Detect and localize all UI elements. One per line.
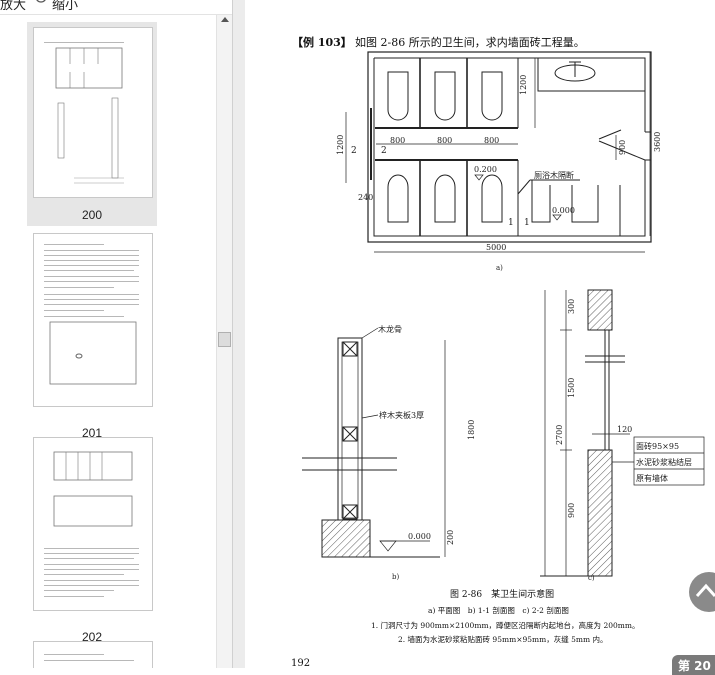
thumbnail-page-201[interactable]: 201 — [27, 229, 157, 440]
section-1-1-drawing: 木龙骨 梓木夹板3厚 1800 200 0.000 b) — [302, 324, 476, 581]
dim-1200-left: 1200 — [336, 135, 345, 155]
thumbnail-image — [33, 641, 153, 668]
dim-2700: 2700 — [555, 425, 564, 445]
section-mark-1: 1 — [508, 218, 514, 228]
example-question: 如图 2-86 所示的卫生间，求内墙面砖工程量。 — [355, 35, 585, 49]
thumbnail-page-203[interactable] — [27, 637, 157, 668]
label-plywood: 梓木夹板3厚 — [379, 410, 424, 420]
dim-800: 800 — [484, 136, 499, 145]
legend-mortar: 水泥砂浆粘结层 — [636, 457, 692, 467]
thumbnail-page-label: 201 — [81, 426, 103, 440]
panel-divider[interactable] — [232, 0, 246, 668]
sub-figure-label: a) — [496, 264, 503, 272]
section-mark-2: 2 — [351, 146, 357, 156]
document-page: 【例 103】 如图 2-86 所示的卫生间，求内墙面砖工程量。 1200 80… — [245, 0, 715, 668]
example-tag: 【例 103】 — [292, 35, 352, 49]
page-content: 【例 103】 如图 2-86 所示的卫生间，求内墙面砖工程量。 1200 80… — [291, 35, 705, 668]
legend-wall: 原有墙体 — [636, 473, 668, 483]
elevation-0200: 0.200 — [474, 165, 497, 174]
elevation-0000: 0.000 — [552, 206, 575, 215]
figure-subcaption: a) 平面图 b) 1-1 剖面图 c) 2-2 剖面图 — [428, 605, 569, 615]
dim-1200-top: 1200 — [519, 75, 528, 95]
elevation-0000: 0.000 — [408, 532, 431, 541]
dim-3600: 3600 — [653, 132, 662, 152]
thumbnail-page-200[interactable]: 200 — [27, 22, 157, 226]
scrollbar-thumb[interactable] — [218, 332, 231, 347]
dim-900: 900 — [618, 140, 627, 155]
sub-figure-label: b) — [392, 573, 399, 581]
scroll-up-arrow-icon[interactable] — [221, 17, 229, 22]
dim-5000: 5000 — [486, 243, 506, 252]
dim-800: 800 — [437, 136, 452, 145]
zoom-toolbar: 放大 缩小 — [0, 0, 232, 15]
figure-note-1: 1. 门洞尺寸为 900mm×2100mm，蹲便区沿隔断内起地台，高度为 200… — [371, 620, 639, 630]
thumbnail-page-label: 202 — [81, 630, 103, 644]
section-2-2-drawing: 2700 300 1500 900 120 面砖95×95 水泥砂浆粘结层 原有… — [540, 289, 705, 582]
thumbnail-page-label: 200 — [81, 208, 103, 222]
chevron-up-icon — [695, 583, 715, 598]
figure-caption: 图 2-86 某卫生间示意图 — [450, 588, 554, 600]
legend-tile: 面砖95×95 — [636, 441, 679, 451]
figure-note-2: 2. 墙面为水泥砂浆粘贴面砖 95mm×95mm，灰缝 5mm 内。 — [398, 634, 608, 644]
zoom-out-button[interactable]: 缩小 — [52, 0, 79, 13]
label-wood-keel: 木龙骨 — [378, 324, 402, 334]
sub-figure-label: c) — [588, 574, 595, 582]
magnifier-icon[interactable] — [34, 0, 50, 12]
thumbnail-page-202[interactable]: 202 — [27, 433, 157, 644]
dim-1500: 1500 — [567, 378, 576, 398]
thumbnail-image — [33, 233, 153, 407]
dim-300: 300 — [567, 299, 576, 314]
dim-1800: 1800 — [467, 420, 476, 440]
zoom-in-button[interactable]: 放大 — [0, 0, 27, 13]
scroll-to-top-button[interactable] — [689, 572, 715, 612]
page-indicator-badge: 第 20 — [672, 655, 715, 675]
dim-200: 200 — [446, 530, 455, 545]
thumbnail-image — [33, 437, 153, 611]
page-number: 192 — [291, 658, 310, 668]
section-mark-2: 2 — [381, 146, 387, 156]
dim-800: 800 — [390, 136, 405, 145]
partition-label: 厕浴木隔断 — [534, 170, 574, 180]
sidebar-scrollbar[interactable] — [216, 15, 233, 668]
plan-view-drawing: 1200 800 800 800 1200 900 3600 5000 240 … — [336, 51, 662, 272]
dim-120: 120 — [617, 425, 632, 434]
dim-240: 240 — [358, 193, 373, 202]
thumbnail-image — [33, 27, 153, 198]
thumbnail-sidebar: 200 201 — [0, 15, 216, 668]
section-mark-1: 1 — [524, 218, 530, 228]
dim-900: 900 — [567, 503, 576, 518]
